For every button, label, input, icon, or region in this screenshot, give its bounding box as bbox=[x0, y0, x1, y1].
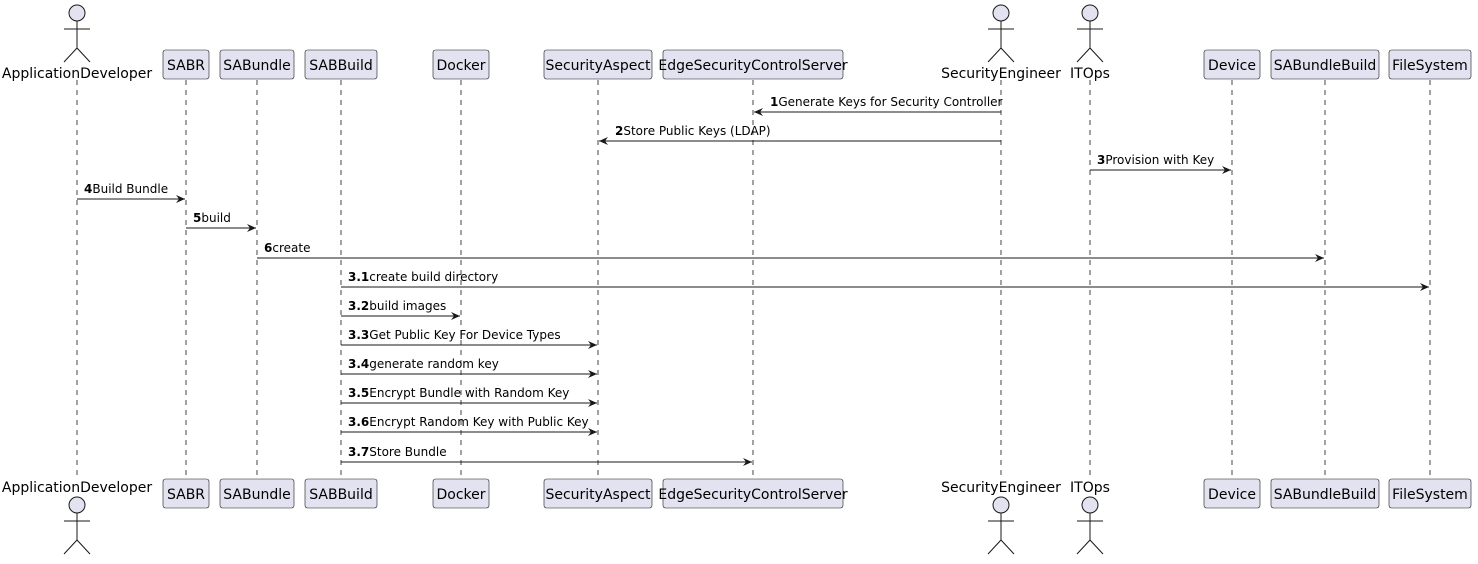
message-text-1: 1Generate Keys for Security Controller bbox=[770, 95, 1003, 109]
actor-label-bottom-itops: ITOps bbox=[1070, 480, 1110, 496]
participant-label-bottom-secaspect: SecurityAspect bbox=[545, 487, 651, 503]
participant-box-top-sabr bbox=[162, 49, 210, 80]
bottom-app_dev-actor-icon bbox=[63, 496, 91, 555]
message-label: Provision with Key bbox=[1105, 153, 1214, 167]
participant-box-top-device bbox=[1203, 49, 1261, 80]
actor-label-top-itops: ITOps bbox=[1070, 66, 1110, 82]
participant-box-bottom-edge bbox=[662, 478, 844, 509]
participant-label-top-sabundle: SABundle bbox=[223, 58, 290, 74]
message-label: create build directory bbox=[369, 270, 498, 284]
message-number: 3.6 bbox=[348, 415, 369, 429]
message-text-3.4: 3.4generate random key bbox=[348, 357, 499, 371]
message-label: build images bbox=[369, 299, 446, 313]
message-label: generate random key bbox=[369, 357, 499, 371]
message-number: 4 bbox=[84, 182, 92, 196]
participant-box-bottom-docker bbox=[432, 478, 490, 509]
participant-label-bottom-docker: Docker bbox=[436, 487, 485, 503]
message-label: build bbox=[201, 211, 231, 225]
participant-box-bottom-sabundle bbox=[219, 478, 295, 509]
message-text-3.2: 3.2build images bbox=[348, 299, 446, 313]
participant-box-bottom-secaspect bbox=[543, 478, 653, 509]
actor-label-bottom-sec_eng: SecurityEngineer bbox=[941, 480, 1061, 496]
message-label: Build Bundle bbox=[92, 182, 168, 196]
message-number: 2 bbox=[615, 124, 623, 138]
participant-box-top-docker bbox=[432, 49, 490, 80]
participant-box-bottom-sabr bbox=[162, 478, 210, 509]
participant-box-bottom-filesystem bbox=[1388, 478, 1472, 509]
participant-label-top-filesystem: FileSystem bbox=[1392, 58, 1468, 74]
participant-label-bottom-sabbundlebuild: SABundleBuild bbox=[1274, 487, 1377, 503]
message-label: Generate Keys for Security Controller bbox=[778, 95, 1002, 109]
participant-label-bottom-edge: EdgeSecurityControlServer bbox=[658, 487, 847, 503]
message-text-6: 6create bbox=[264, 241, 310, 255]
participant-box-bottom-sabbuild bbox=[304, 478, 378, 509]
message-text-3.1: 3.1create build directory bbox=[348, 270, 498, 284]
participant-label-top-docker: Docker bbox=[436, 58, 485, 74]
participant-label-top-sabbundlebuild: SABundleBuild bbox=[1274, 58, 1377, 74]
actor-label-top-sec_eng: SecurityEngineer bbox=[941, 66, 1061, 82]
message-text-2: 2Store Public Keys (LDAP) bbox=[615, 124, 771, 138]
participant-box-bottom-sabbundlebuild bbox=[1270, 478, 1380, 509]
message-text-3: 3Provision with Key bbox=[1097, 153, 1214, 167]
top-sec_eng-actor-icon bbox=[987, 4, 1015, 63]
message-number: 3.1 bbox=[348, 270, 369, 284]
message-number: 3.5 bbox=[348, 386, 369, 400]
message-number: 5 bbox=[193, 211, 201, 225]
participant-box-top-edge bbox=[662, 49, 844, 80]
message-label: create bbox=[272, 241, 310, 255]
message-label: Encrypt Bundle with Random Key bbox=[369, 386, 569, 400]
participant-box-bottom-device bbox=[1203, 478, 1261, 509]
actor-label-bottom-app_dev: ApplicationDeveloper bbox=[2, 480, 152, 496]
actor-label-top-app_dev: ApplicationDeveloper bbox=[2, 66, 152, 82]
message-label: Store Public Keys (LDAP) bbox=[623, 124, 770, 138]
top-itops-actor-icon bbox=[1076, 4, 1104, 63]
message-text-3.6: 3.6Encrypt Random Key with Public Key bbox=[348, 415, 589, 429]
participant-box-top-sabbuild bbox=[304, 49, 378, 80]
top-app_dev-actor-icon bbox=[63, 4, 91, 63]
participant-box-top-sabundle bbox=[219, 49, 295, 80]
participant-label-bottom-filesystem: FileSystem bbox=[1392, 487, 1468, 503]
participant-label-top-edge: EdgeSecurityControlServer bbox=[658, 58, 847, 74]
message-number: 3.4 bbox=[348, 357, 369, 371]
message-number: 3 bbox=[1097, 153, 1105, 167]
participant-label-top-sabbuild: SABBuild bbox=[309, 58, 372, 74]
participant-box-top-secaspect bbox=[543, 49, 653, 80]
participant-box-top-sabbundlebuild bbox=[1270, 49, 1380, 80]
message-number: 6 bbox=[264, 241, 272, 255]
participant-label-top-secaspect: SecurityAspect bbox=[545, 58, 651, 74]
message-label: Store Bundle bbox=[369, 445, 446, 459]
message-number: 3.7 bbox=[348, 445, 369, 459]
participant-label-bottom-sabundle: SABundle bbox=[223, 487, 290, 503]
bottom-itops-actor-icon bbox=[1076, 496, 1104, 555]
message-label: Get Public Key For Device Types bbox=[369, 328, 560, 342]
participant-box-top-filesystem bbox=[1388, 49, 1472, 80]
message-number: 3.2 bbox=[348, 299, 369, 313]
participant-label-bottom-sabbuild: SABBuild bbox=[309, 487, 372, 503]
message-text-3.7: 3.7Store Bundle bbox=[348, 445, 447, 459]
message-number: 3.3 bbox=[348, 328, 369, 342]
participant-label-top-device: Device bbox=[1208, 58, 1256, 74]
message-text-3.5: 3.5Encrypt Bundle with Random Key bbox=[348, 386, 569, 400]
message-number: 1 bbox=[770, 95, 778, 109]
message-text-4: 4Build Bundle bbox=[84, 182, 168, 196]
message-text-5: 5build bbox=[193, 211, 231, 225]
participant-label-bottom-sabr: SABR bbox=[167, 487, 205, 503]
message-label: Encrypt Random Key with Public Key bbox=[369, 415, 588, 429]
message-text-3.3: 3.3Get Public Key For Device Types bbox=[348, 328, 561, 342]
participant-label-bottom-device: Device bbox=[1208, 487, 1256, 503]
participant-label-top-sabr: SABR bbox=[167, 58, 205, 74]
bottom-sec_eng-actor-icon bbox=[987, 496, 1015, 555]
